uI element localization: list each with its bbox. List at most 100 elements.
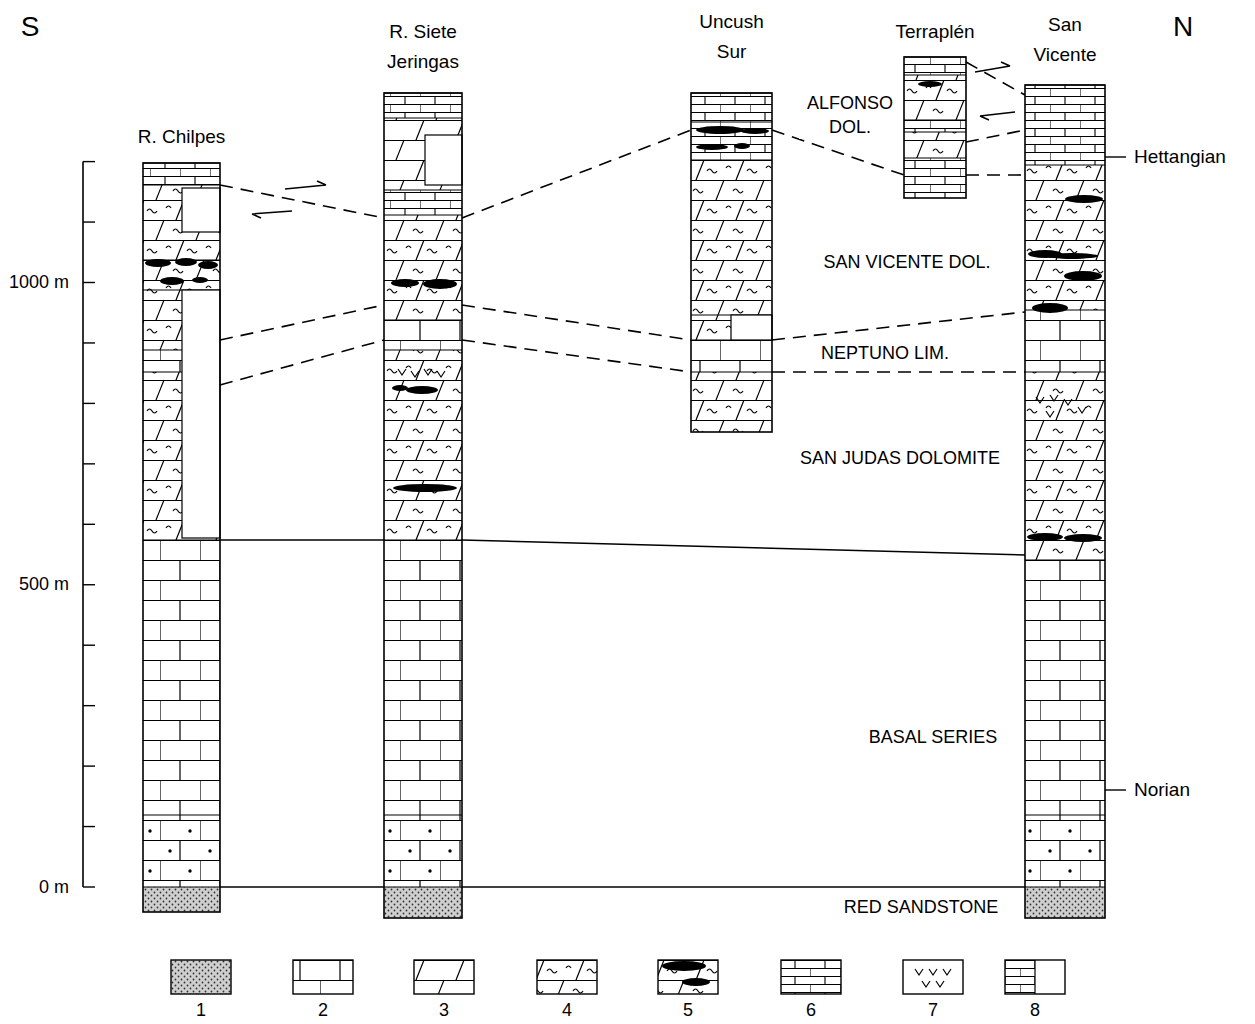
correlation-line [462,130,691,218]
legend-swatch [658,960,718,994]
legend-swatch [781,960,841,994]
bed-boundary [384,319,462,320]
section-column: San Vicente [1025,10,1105,918]
correlation-line [220,185,384,218]
lithology-bed [691,160,772,315]
swatch-outline [171,960,231,994]
ore-lens [1032,303,1068,313]
correlation-line [772,312,1025,340]
lithology-bed [1025,815,1105,887]
axis-tick [83,403,95,404]
axis-tick [83,221,95,222]
no-exposure-gap [182,290,220,538]
swatch-fill [537,960,597,994]
correlation-line [462,886,1025,888]
correlation-line [966,62,1025,95]
axis-tick [83,826,95,827]
section-column: Uncush Sur [691,7,772,432]
swatch-fill [293,960,353,994]
lithology-bed [1025,887,1105,918]
lithology-bed [384,815,462,887]
legend-number: 8 [1020,1000,1050,1020]
column-name: Terraplén [875,17,995,47]
correlation-line [462,305,691,340]
ore-lens [1027,533,1063,541]
axis-tick [83,765,95,766]
column-outline [1025,85,1105,918]
section-column: Terraplén [904,17,966,198]
compass-letter: S [18,9,43,44]
bed-boundary [1025,164,1105,165]
evaporite-mark [915,969,923,975]
lithology-bed [143,815,220,887]
swatch-fill [414,960,474,994]
correlation-line [462,540,1025,555]
swatch-fill [781,960,841,994]
column-body [691,93,772,432]
bed-boundary [384,189,462,190]
swatch-outline [781,960,841,994]
ore-lens [662,961,706,971]
correlation-line [966,130,1025,142]
bed-boundary [384,539,462,540]
ore-lens [192,277,208,283]
bed-boundary [904,74,966,75]
lithology-bed [691,372,772,432]
formation-name: RED SANDSTONE [841,896,1002,919]
lithology-bed [691,122,772,160]
swatch-fill [1035,960,1065,994]
swatch-fill [171,960,231,994]
column-outline [384,93,462,918]
column-outline [904,57,966,198]
strat-column-drawing [143,163,220,912]
no-exposure-gap [182,188,220,232]
legend-number: 2 [308,1000,338,1020]
section-column: R. Siete Jeringas [384,17,462,918]
axis-tick [83,886,95,887]
ore-lens [696,144,728,150]
bed-boundary [691,159,772,160]
lithology-bed [904,75,966,120]
depth-label: 500 m [16,573,72,596]
ore-lens [198,261,218,269]
ore-lens [392,385,408,391]
legend-swatch [171,960,231,994]
column-body [1025,85,1105,918]
legend-number: 4 [552,1000,582,1020]
depth-label: 1000 m [6,271,72,294]
bed-boundary [143,886,220,887]
ore-lens [175,258,197,266]
formation-name: SAN VICENTE DOL. [820,251,993,274]
evaporite-mark [943,969,951,975]
swatch-outline [293,960,353,994]
bed-boundary [904,131,966,132]
depth-axis [83,162,95,887]
column-outline [691,93,772,432]
evaporite-mark [1036,397,1044,403]
correlation-line [462,340,691,372]
strat-column-drawing [904,57,966,198]
bed-boundary [904,119,966,120]
lithology-bed [384,215,462,320]
ore-lens [1064,534,1102,542]
bed-boundary [1025,559,1105,560]
axis-tick [83,342,95,343]
bed-boundary [904,157,966,158]
swatch-fill [658,960,718,994]
ore-lens [391,279,419,287]
bed-boundary [384,886,462,887]
lithology-bed [143,185,220,260]
correlation-line [220,305,384,340]
swatch-fill [1005,960,1035,994]
legend-swatch [293,960,353,994]
depth-label: 0 m [36,876,72,899]
column-outline [143,163,220,912]
ore-lens [1046,253,1098,259]
stage-tick [1105,789,1126,790]
bed-boundary [143,184,220,185]
evaporite-mark [424,369,432,375]
legend-number: 1 [186,1000,216,1020]
legend-swatch [414,960,474,994]
stage-name: Hettangian [1131,145,1229,169]
legend-number: 7 [918,1000,948,1020]
